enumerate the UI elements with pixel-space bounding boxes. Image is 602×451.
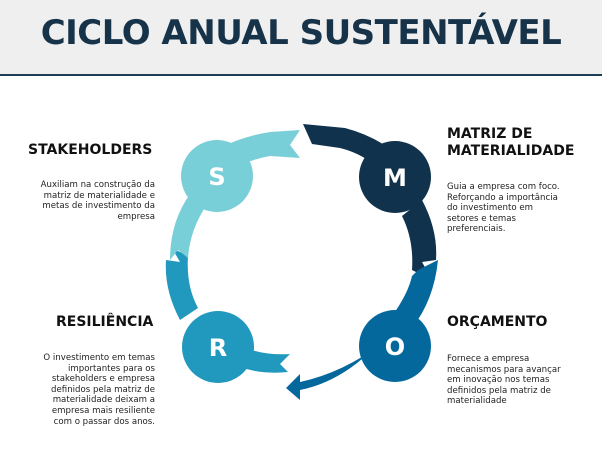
stakeholders-heading: STAKEHOLDERS — [28, 142, 153, 158]
matriz-line: Reforçando a importância — [447, 192, 558, 203]
orcamento-line: materialidade — [447, 396, 507, 407]
arrow-o-to-r — [286, 340, 386, 400]
resiliencia-line: materialidade deixam a — [52, 395, 155, 406]
orcamento-line: em inovação nos temas — [447, 375, 550, 386]
arrow-m-to-o — [402, 200, 437, 280]
resiliencia-line: definidos pela matriz de — [51, 384, 155, 395]
node-o-letter: O — [385, 333, 405, 361]
node-o-circle — [359, 310, 431, 382]
stakeholders-line: matriz de materialidade e — [43, 190, 155, 201]
matriz-heading-line: MATRIZ DE — [447, 126, 533, 142]
resiliencia-line: O investimento em temas — [43, 353, 155, 363]
resiliencia-line: importantes para os — [68, 363, 155, 374]
matriz-line: Guia a empresa com foco. — [447, 182, 560, 192]
node-s-letter: S — [208, 163, 225, 191]
node-r-letter: R — [209, 334, 227, 362]
matriz-heading-line: MATERIALIDADE — [447, 143, 575, 159]
matriz-description: Guia a empresa com foco. Reforçando a im… — [447, 182, 597, 235]
stakeholders-line: empresa — [117, 211, 156, 222]
matriz-line: preferenciais. — [447, 224, 506, 235]
orcamento-line: definidos pela matriz de — [447, 385, 551, 396]
orcamento-description: Fornece a empresa mecanismos para avança… — [447, 354, 597, 407]
orcamento-line: Fornece a empresa — [447, 354, 530, 364]
node-m-circle — [359, 141, 431, 213]
resiliencia-line: com o passar dos anos. — [53, 416, 155, 427]
matriz-heading: MATRIZ DE MATERIALIDADE — [447, 126, 574, 160]
arrow-r-to-s — [165, 248, 198, 320]
matriz-line: setores e temas — [447, 213, 517, 224]
stakeholders-description: Auxiliam na construção da matriz de mate… — [5, 180, 155, 222]
stakeholders-line: metas de investimento da — [42, 201, 155, 212]
page-title: CICLO ANUAL SUSTENTÁVEL — [40, 13, 562, 53]
resiliencia-line: empresa mais resiliente — [51, 405, 155, 416]
resiliencia-line: stakeholders e empresa — [51, 374, 155, 385]
orcamento-line: mecanismos para avançar — [447, 364, 561, 375]
resiliencia-description: O investimento em temas importantes para… — [5, 353, 155, 427]
orcamento-heading: ORÇAMENTO — [447, 314, 548, 330]
header-band: CICLO ANUAL SUSTENTÁVEL — [0, 0, 602, 76]
node-s-circle — [181, 140, 253, 212]
matriz-line: do investimento em — [447, 203, 534, 214]
resiliencia-heading: RESILIÊNCIA — [56, 314, 154, 330]
node-m-letter: M — [383, 164, 407, 192]
cycle-diagram: S M O R — [165, 124, 438, 400]
arrow-s-bottom — [170, 194, 206, 260]
stakeholders-line: Auxiliam na construção da — [40, 180, 155, 190]
arrow-o-top — [392, 260, 438, 328]
node-r-circle — [182, 311, 254, 383]
